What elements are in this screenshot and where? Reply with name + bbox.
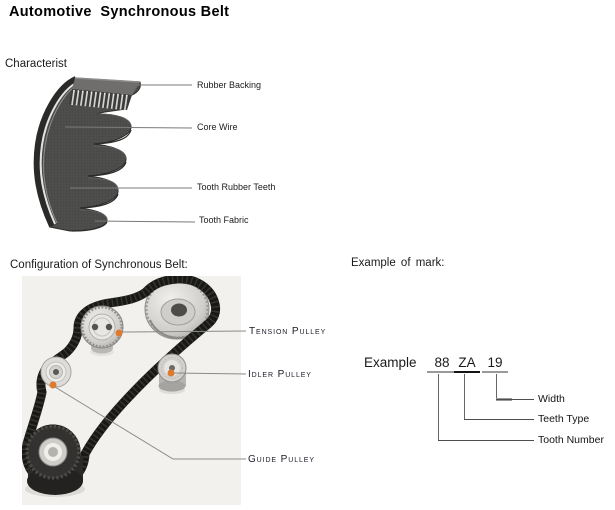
page-title: Automotive Synchronous Belt <box>9 4 230 20</box>
mark-label-tooth-number: Tooth Number <box>538 434 604 446</box>
callout-line-idler-pulley <box>173 372 247 375</box>
mark-leader-vertical-teeth-type <box>464 374 465 419</box>
mark-example-word: Example <box>364 355 417 370</box>
mark-label-teeth-type: Teeth Type <box>538 413 590 425</box>
belt-cross-section-illustration <box>33 76 196 232</box>
callout-lines <box>64 84 196 223</box>
tooth-shading <box>71 113 132 232</box>
mark-example-heading: Example of mark: <box>351 257 445 269</box>
callout-line-guide-pulley <box>54 386 246 460</box>
callout-dot-guide-pulley <box>49 381 57 389</box>
guide-pulley-shape <box>40 356 72 388</box>
core-wire-dots <box>73 89 128 97</box>
mark-leader-vertical-width <box>496 374 497 399</box>
photo-callout-lines <box>54 330 247 460</box>
callout-line-core-wire <box>64 126 193 129</box>
callout-label-idler-pulley: Idler Pulley <box>248 369 312 380</box>
callout-dot-idler-pulley <box>167 369 175 377</box>
tension-pulley-shape <box>80 305 124 354</box>
crank-gear-shape <box>25 424 83 495</box>
mark-leader-horizontal-teeth-type <box>464 419 534 420</box>
callout-line-tension-pulley <box>121 330 247 333</box>
callout-label-tooth-fabric: Tooth Fabric <box>199 215 249 225</box>
mark-code-teeth-type: ZA <box>454 355 480 373</box>
callout-label-tooth-rubber-teeth: Tooth Rubber Teeth <box>197 182 276 192</box>
belt-configuration-figure: Tension Pulley Idler Pulley Guide Pulley <box>21 274 325 505</box>
characterist-heading: Characterist <box>5 58 67 70</box>
timing-belt-photo <box>21 274 247 505</box>
callout-line-tooth-fabric <box>94 220 196 223</box>
mark-code-width: 19 <box>482 355 508 373</box>
mark-diagram: Example 88 ZA 19 Width Teeth Type Tooth … <box>360 348 615 463</box>
core-wire-ribs <box>71 90 128 111</box>
callout-label-rubber-backing: Rubber Backing <box>197 80 262 90</box>
mark-leader-horizontal-width <box>496 399 534 400</box>
rubber-backing-band <box>72 78 140 95</box>
belt-cross-section-figure: Rubber Backing Core Wire Tooth Rubber Te… <box>28 74 318 236</box>
idler-pulley-shape <box>157 353 187 392</box>
core-wire-stripe <box>39 81 79 225</box>
callout-label-core-wire: Core Wire <box>197 122 238 132</box>
mark-label-width: Width <box>538 393 565 405</box>
mark-leader-horizontal-tooth-number <box>438 440 534 441</box>
callout-label-guide-pulley: Guide Pulley <box>248 454 315 465</box>
mark-code-tooth-number: 88 <box>427 355 457 373</box>
callout-label-tension-pulley: Tension Pulley <box>249 326 327 337</box>
belt-back-band <box>33 76 78 228</box>
core-wire-stripe-shade <box>43 83 80 224</box>
callout-dot-tension-pulley <box>115 329 123 337</box>
mark-leader-vertical-tooth-number <box>438 374 439 440</box>
backing-top-edge <box>74 77 141 83</box>
configuration-heading: Configuration of Synchronous Belt: <box>10 259 188 271</box>
cam-gear-shape <box>144 278 210 340</box>
